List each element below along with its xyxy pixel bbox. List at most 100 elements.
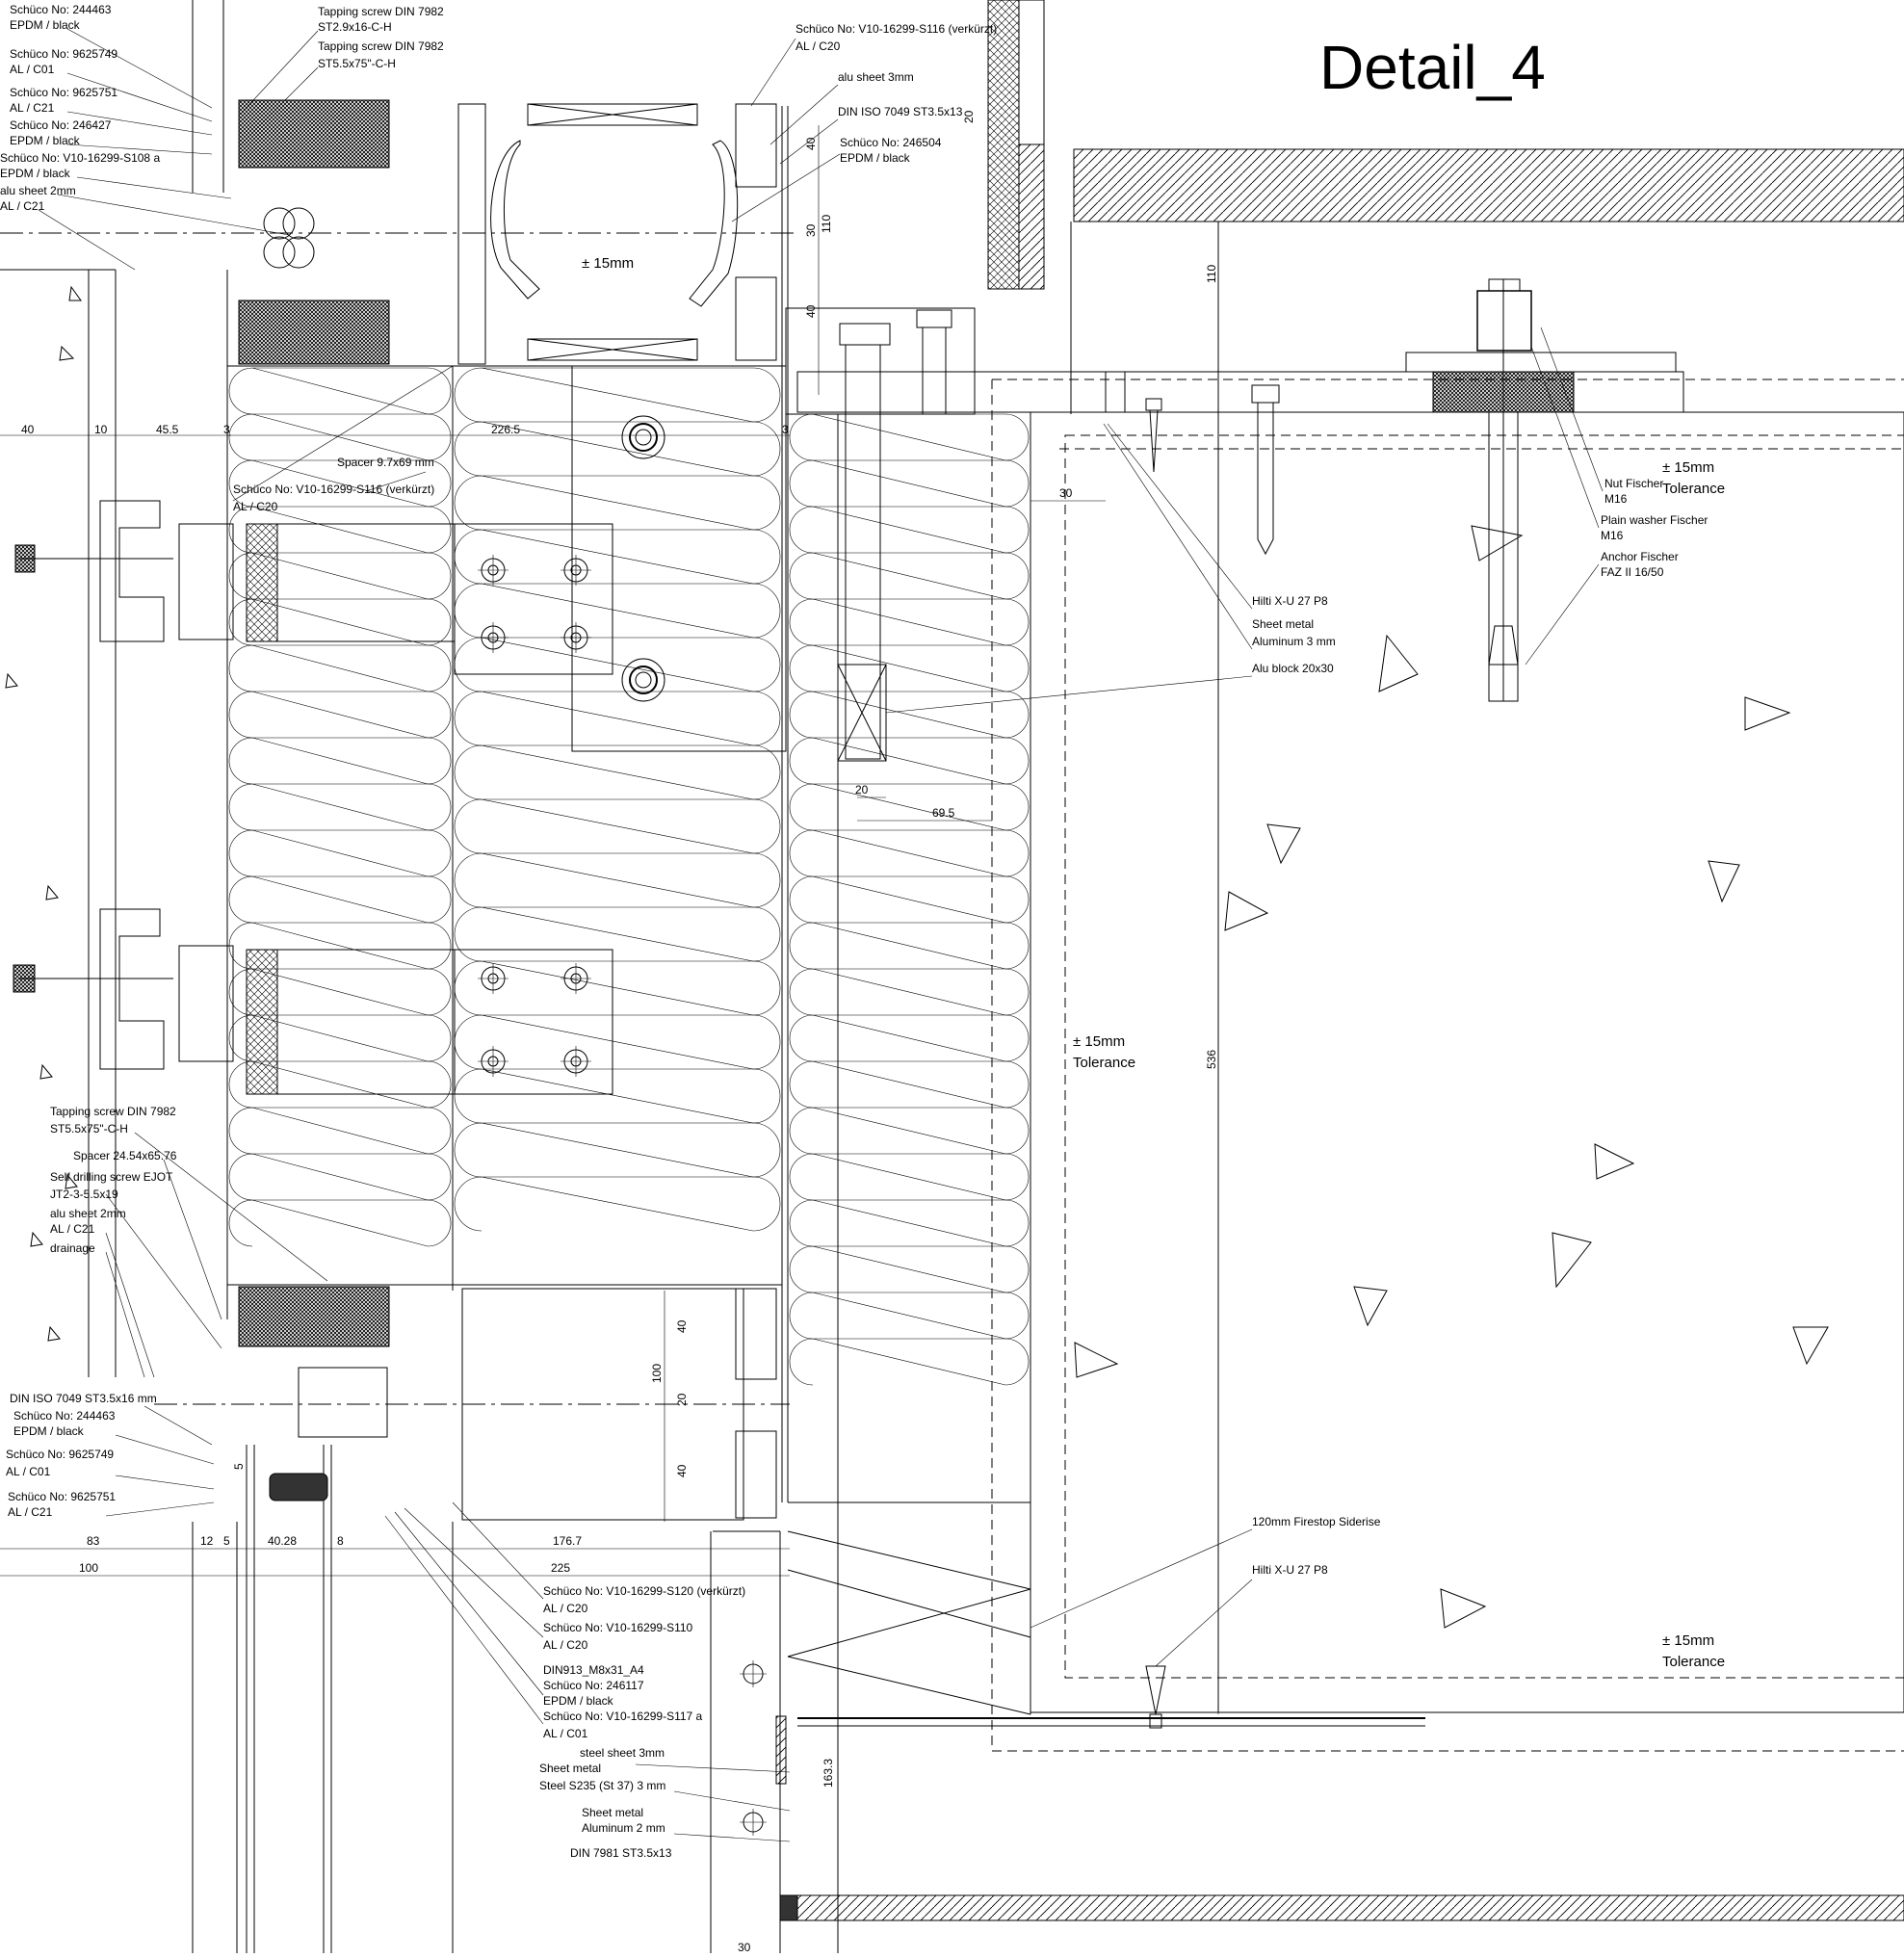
component-label: DIN 7981 ST3.5x13 xyxy=(570,1846,672,1860)
component-label: JT2-3-5.5x19 xyxy=(50,1188,118,1201)
dimension-label: 536 xyxy=(1205,1050,1218,1069)
drawing-title: Detail_4 xyxy=(1319,33,1546,102)
dimension-label: 40 xyxy=(675,1319,689,1333)
component-label: Steel S235 (St 37) 3 mm xyxy=(539,1779,665,1792)
dimension-label: 110 xyxy=(1205,265,1218,283)
dimension-label: 40 xyxy=(21,423,35,436)
component-label: Schüco No: 9625749 xyxy=(6,1448,114,1461)
component-label: AL / C01 xyxy=(543,1727,588,1740)
component-label: AL / C21 xyxy=(50,1222,95,1236)
dimension-label: 20 xyxy=(962,110,976,123)
component-label: Aluminum 2 mm xyxy=(582,1821,665,1835)
tolerance-label: ± 15mm xyxy=(1662,459,1714,476)
dimension-label: 100 xyxy=(79,1561,98,1575)
component-label: Schüco No: 246427 xyxy=(10,118,112,132)
component-label: Schüco No: V10-16299-S116 (verkürzt) xyxy=(233,483,434,496)
component-label: Schüco No: V10-16299-S120 (verkürzt) xyxy=(543,1584,745,1598)
tolerance-label: Tolerance xyxy=(1662,481,1725,497)
component-label: AL / C20 xyxy=(543,1602,588,1615)
tolerance-label: Tolerance xyxy=(1662,1654,1725,1670)
insulation xyxy=(228,367,1030,1386)
component-label: M16 xyxy=(1601,529,1624,542)
dimension-label: 8 xyxy=(337,1534,344,1548)
dimension-label: 40 xyxy=(804,137,818,150)
component-label: AL / C20 xyxy=(233,500,278,513)
dimension-label: 110 xyxy=(820,215,833,233)
dimension-label: 176.7 xyxy=(553,1534,582,1548)
dimension-label: 40 xyxy=(804,304,818,318)
dimension-label: 30 xyxy=(804,223,818,237)
dimension-label: 20 xyxy=(855,783,869,796)
component-label: Schüco No: 9625749 xyxy=(10,47,117,61)
component-label: Schüco No: 246504 xyxy=(840,136,942,149)
component-label: Tapping screw DIN 7982 xyxy=(50,1105,176,1118)
component-label: EPDM / black xyxy=(13,1424,85,1438)
component-label: Schüco No: 9625751 xyxy=(8,1490,116,1503)
left-brackets xyxy=(13,500,234,1070)
component-label: Hilti X-U 27 P8 xyxy=(1252,594,1328,608)
dimension-label: 45.5 xyxy=(156,423,179,436)
component-label: DIN ISO 7049 ST3.5x16 mm xyxy=(10,1392,157,1405)
component-label: DIN ISO 7049 ST3.5x13 xyxy=(838,105,963,118)
dimension-label: 30 xyxy=(1059,486,1073,500)
dimension-label: 3 xyxy=(782,423,789,436)
component-label: AL / C20 xyxy=(543,1638,588,1652)
transom-top xyxy=(0,99,799,365)
component-label: ST2.9x16-C-H xyxy=(318,20,392,34)
dimension-label: 40.28 xyxy=(268,1534,297,1548)
component-label: Spacer 24.54x65.76 xyxy=(73,1149,177,1162)
component-label: Schüco No: V10-16299-S110 xyxy=(543,1621,693,1634)
dimension-label: 100 xyxy=(650,1364,664,1383)
dimension-label: 5 xyxy=(223,1534,230,1548)
tolerance-label: ± 15mm xyxy=(1073,1033,1125,1050)
component-label: 120mm Firestop Siderise xyxy=(1252,1515,1381,1528)
component-label: Schüco No: 246117 xyxy=(543,1679,644,1692)
transom-bottom xyxy=(154,1286,790,1521)
component-label: Sheet metal xyxy=(539,1762,601,1775)
component-label: Schüco No: 244463 xyxy=(13,1409,116,1423)
component-label: steel sheet 3mm xyxy=(580,1746,665,1760)
component-label: Schüco No: V10-16299-S117 a xyxy=(543,1710,703,1723)
concrete-slab xyxy=(796,148,1904,1921)
component-label: Schüco No: 9625751 xyxy=(10,86,117,99)
anchor-bracket xyxy=(796,278,1684,702)
dimension-label: 225 xyxy=(551,1561,570,1575)
component-label: AL / C01 xyxy=(10,63,55,76)
component-label: alu sheet 2mm xyxy=(0,184,76,197)
component-label: Spacer 9.7x69 mm xyxy=(337,456,434,469)
component-label: FAZ II 16/50 xyxy=(1601,565,1664,579)
component-label: Sheet metal xyxy=(1252,617,1314,631)
component-label: Aluminum 3 mm xyxy=(1252,635,1336,648)
tolerance-label: Tolerance xyxy=(1073,1055,1135,1071)
component-label: Schüco No: V10-16299-S116 (verkürzt) xyxy=(796,22,997,36)
component-label: alu sheet 2mm xyxy=(50,1207,126,1220)
tolerance-label: ± 15mm xyxy=(1662,1632,1714,1649)
component-label: ST5.5x75"-C-H xyxy=(318,57,396,70)
component-label: EPDM / black xyxy=(840,151,911,165)
component-label: EPDM / black xyxy=(543,1694,614,1708)
mullion-frame xyxy=(192,0,1031,1953)
tolerance-label: ± 15mm xyxy=(582,255,634,272)
component-label: Tapping screw DIN 7982 xyxy=(318,5,444,18)
component-label: AL / C20 xyxy=(796,39,841,53)
dimension-label: 10 xyxy=(94,423,108,436)
dimension-label: 83 xyxy=(87,1534,100,1548)
component-label: alu sheet 3mm xyxy=(838,70,914,84)
component-label: EPDM / black xyxy=(10,18,81,32)
component-label: Self drilling screw EJOT xyxy=(50,1170,173,1184)
component-label: Tapping screw DIN 7982 xyxy=(318,39,444,53)
component-label: Nut Fischer xyxy=(1604,477,1663,490)
bolts xyxy=(785,307,976,762)
component-label: Schüco No: 244463 xyxy=(10,3,112,16)
component-label: Schüco No: V10-16299-S108 a xyxy=(0,151,160,165)
component-label: ST5.5x75"-C-H xyxy=(50,1122,128,1136)
connection-plates xyxy=(246,365,787,1836)
firestop xyxy=(713,1501,1166,1921)
dimension-label: 163.3 xyxy=(822,1759,835,1788)
component-label: AL / C21 xyxy=(10,101,55,115)
